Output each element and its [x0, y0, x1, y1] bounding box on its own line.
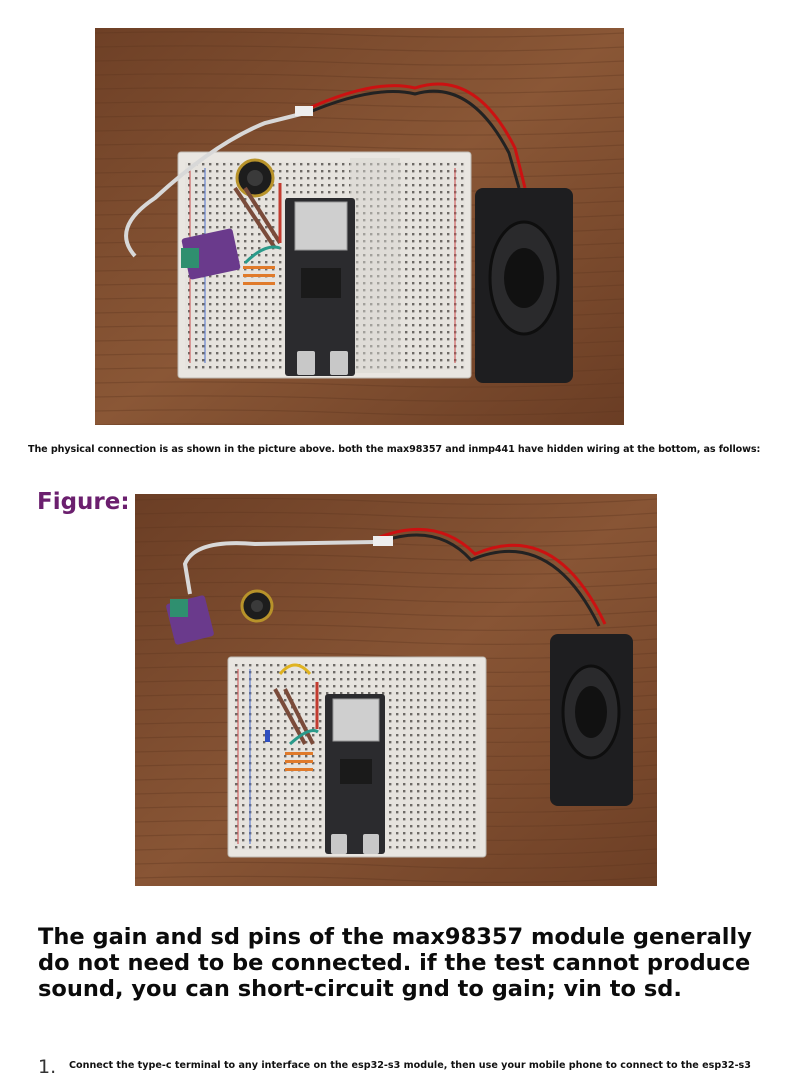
step-item-1: 1. Connect the type-c terminal to any in… — [38, 1056, 778, 1079]
breadboard-photo-assembled — [95, 28, 624, 425]
gain-sd-note: The gain and sd pins of the max98357 mod… — [38, 924, 752, 1002]
breadboard-photo-detached — [135, 494, 657, 886]
step-text: Connect the type-c terminal to any inter… — [69, 1060, 751, 1071]
step-number: 1. — [38, 1056, 57, 1078]
photo-caption: The physical connection is as shown in t… — [28, 444, 761, 455]
figure-label: Figure: — [37, 489, 130, 515]
